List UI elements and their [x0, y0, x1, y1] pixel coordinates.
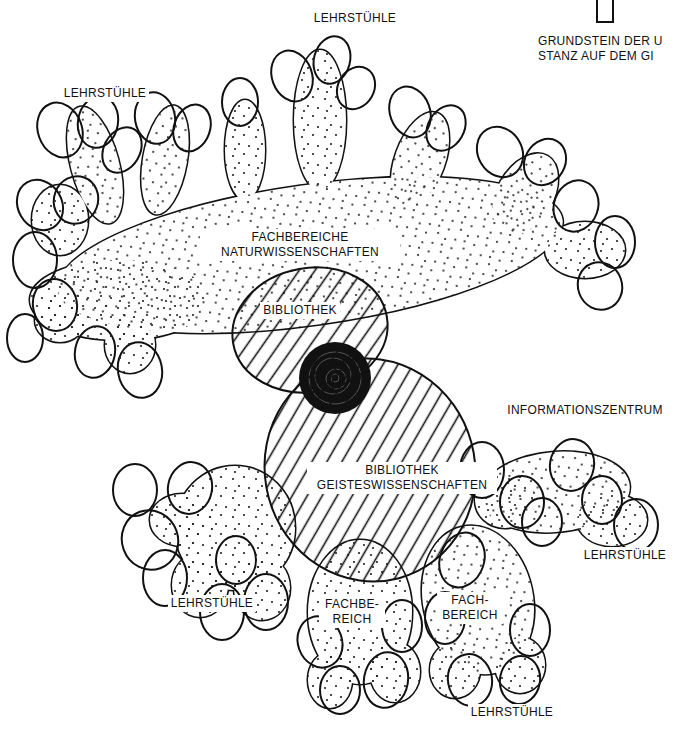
- chair-label: LEHRSTÜHLE: [581, 547, 669, 564]
- label-holder: GRUNDSTEIN DER U STANZ AUF DEM GI: [535, 33, 671, 65]
- node-label: FACHBE- REICH: [319, 596, 385, 628]
- label-holder: LEHRSTÜHLE: [468, 704, 556, 721]
- label-holder: INFORMATIONSZENTRUM: [504, 402, 665, 419]
- department-blob: FACHBE- REICH: [295, 530, 430, 725]
- label-holder: LEHRSTÜHLE: [581, 547, 669, 564]
- node-label: BIBLIOTHEK: [260, 302, 340, 319]
- node-label: BIBLIOTHEK GEISTESWISSENSCHAFTEN: [307, 462, 497, 494]
- chair-loops: [7, 32, 658, 714]
- chair-label: LEHRSTÜHLE: [468, 704, 556, 721]
- foundation-stone-symbol: [597, 0, 613, 22]
- label-holder: LEHRSTÜHLE: [168, 595, 256, 612]
- chair-label: LEHRSTÜHLE: [168, 595, 256, 612]
- department-blob: FACH- BEREICH: [415, 515, 555, 715]
- chair-label: LEHRSTÜHLE: [311, 10, 399, 27]
- chair-label: LEHRSTÜHLE: [61, 85, 149, 102]
- label-holder: LEHRSTÜHLE: [311, 10, 399, 27]
- node-label: FACHBEREICHE NATURWISSENSCHAFTEN: [200, 229, 400, 261]
- label-holder: LEHRSTÜHLE: [61, 85, 149, 102]
- center-label: INFORMATIONSZENTRUM: [504, 402, 665, 419]
- node-label: FACH- BEREICH: [437, 592, 503, 624]
- caption-text: GRUNDSTEIN DER U STANZ AUF DEM GI: [535, 33, 671, 65]
